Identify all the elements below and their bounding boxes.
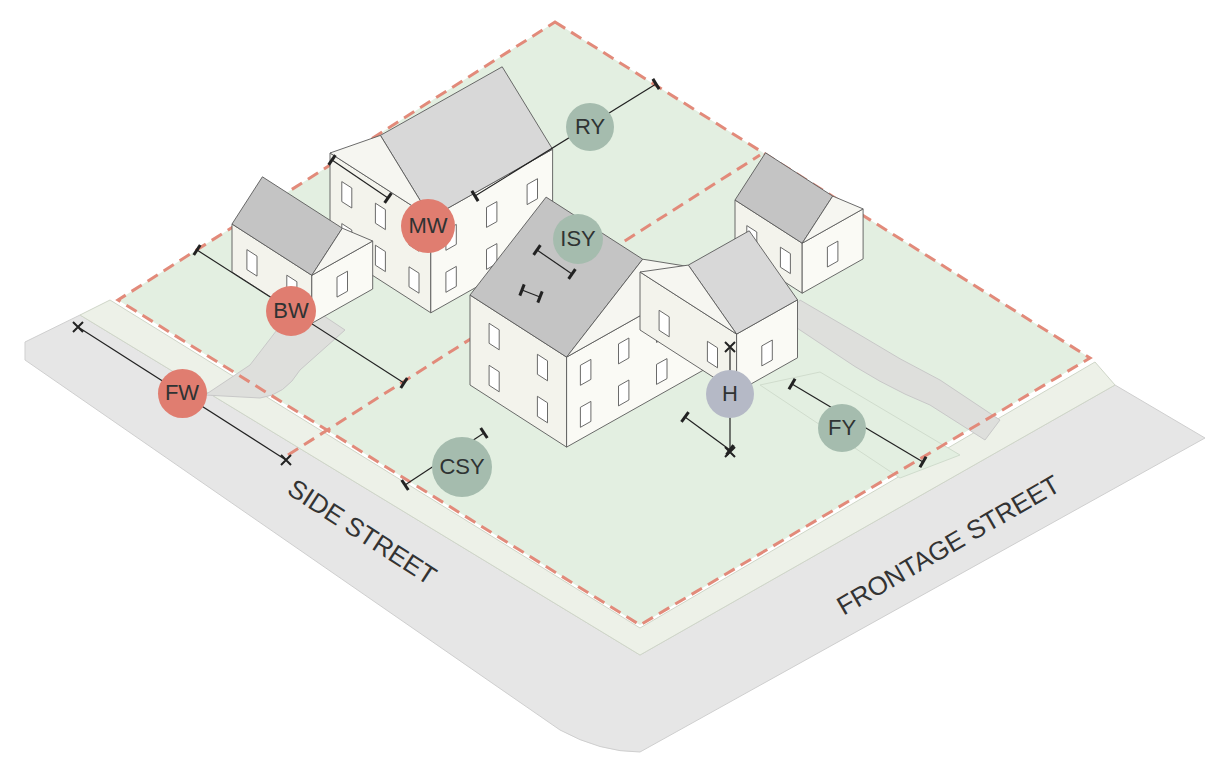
window xyxy=(580,401,591,427)
dimension-line xyxy=(332,160,388,198)
window xyxy=(707,341,717,368)
dimension-callout: FW xyxy=(158,369,207,418)
front-lawn-walk xyxy=(760,372,960,478)
gable xyxy=(640,265,737,334)
callout-text: BW xyxy=(273,300,308,322)
dimension-tick xyxy=(681,412,688,422)
callout-text: MW xyxy=(408,215,447,237)
window xyxy=(489,365,499,392)
parcel xyxy=(118,22,1090,625)
dimension-callout: MW xyxy=(401,199,455,253)
dimension-tick xyxy=(520,284,524,295)
window xyxy=(409,267,419,293)
window xyxy=(827,241,838,267)
dimension-tick xyxy=(653,79,659,89)
dimension-tick xyxy=(401,378,407,388)
window xyxy=(762,340,773,366)
window xyxy=(537,396,547,423)
window xyxy=(619,338,629,364)
callout-text: RY xyxy=(575,116,605,138)
window xyxy=(489,323,499,350)
window xyxy=(247,250,257,277)
roof xyxy=(470,197,643,357)
window xyxy=(375,245,385,271)
dimension-line xyxy=(685,417,730,450)
window xyxy=(780,247,790,273)
window xyxy=(487,202,497,228)
dimension-tick xyxy=(329,155,336,165)
dimension-tick xyxy=(726,445,733,455)
dimension-mark xyxy=(725,342,735,352)
callout-text: FW xyxy=(165,382,199,404)
dimension-tick xyxy=(569,269,576,279)
dimension-tick xyxy=(789,379,795,389)
callout-text: H xyxy=(722,383,738,405)
dimension-line xyxy=(522,290,540,297)
window xyxy=(527,179,537,205)
lot-line xyxy=(118,22,1090,625)
dimension-tick xyxy=(402,480,409,490)
window xyxy=(657,359,668,385)
window xyxy=(375,203,385,229)
callout-text: ISY xyxy=(560,228,595,250)
roof xyxy=(688,231,797,334)
callout-text: FY xyxy=(828,417,856,439)
window xyxy=(337,271,348,297)
dimension-callout: H xyxy=(706,370,754,418)
dimension-callout: ISY xyxy=(553,214,603,264)
gable xyxy=(312,228,373,275)
dimension-callout: FY xyxy=(818,404,866,452)
dimension-mark xyxy=(73,322,83,332)
callout-text: CSY xyxy=(439,456,484,478)
dimension-line xyxy=(78,327,286,460)
dimension-tick xyxy=(194,245,200,255)
dimension-tick xyxy=(534,245,541,255)
dimension-callout: BW xyxy=(266,286,316,336)
dimension-tick xyxy=(385,193,392,203)
dimension-tick xyxy=(472,191,478,201)
dimension-tick xyxy=(481,428,488,438)
dimension-tick xyxy=(538,291,542,302)
dimension-line xyxy=(792,384,923,462)
window xyxy=(446,266,456,292)
window xyxy=(580,359,591,385)
window xyxy=(537,354,547,381)
window xyxy=(659,310,669,337)
dimension-callout: RY xyxy=(566,103,614,151)
window xyxy=(619,380,629,406)
gable xyxy=(802,196,863,243)
dimension-mark xyxy=(281,455,291,465)
dimension-line xyxy=(197,250,404,383)
dimension-line xyxy=(475,84,656,196)
dimension-tick xyxy=(920,457,926,467)
dimension-callout: CSY xyxy=(432,437,492,497)
window xyxy=(342,182,352,208)
